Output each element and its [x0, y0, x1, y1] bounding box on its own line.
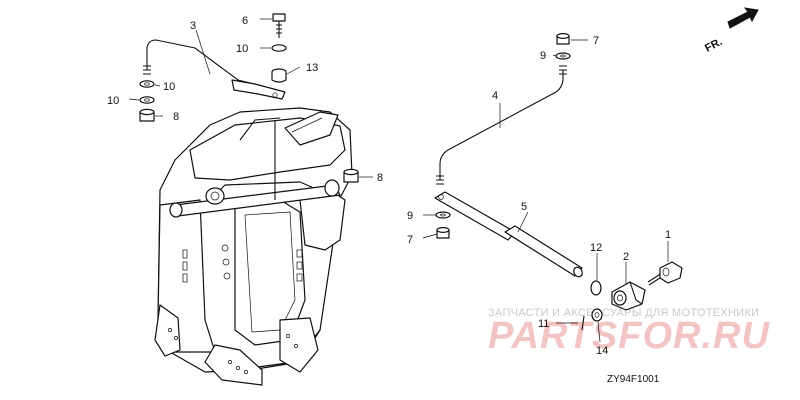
- leader-lines: [128, 18, 669, 343]
- callout-12: 12: [590, 242, 602, 254]
- part-10-washer-left: [139, 80, 155, 88]
- part-9-washer-top: [555, 52, 571, 60]
- callout-5: 5: [521, 201, 527, 213]
- watermark-text: ЗАПЧАСТИ И АКСЕССУАРЫ ДЛЯ МОТОТЕХНИКИ: [488, 307, 759, 319]
- callout-9-top: 9: [540, 50, 546, 62]
- callout-4: 4: [492, 90, 498, 102]
- callouts: 3 6 10 13 10 10 8 8 7 9 4 5 9 7 12 2 1 1…: [107, 15, 671, 357]
- diagram-code: ZY94F1001: [607, 374, 660, 385]
- watermark: PARTSFOR.RU ЗАПЧАСТИ И АКСЕССУАРЫ ДЛЯ МО…: [488, 307, 770, 357]
- callout-6: 6: [242, 15, 248, 27]
- trim-holes: [182, 244, 303, 283]
- part-8-nut-right: [343, 168, 359, 183]
- bracket-assembly: [154, 107, 353, 386]
- callout-1: 1: [665, 229, 671, 241]
- part-5-link: [434, 191, 583, 278]
- part-7-nut-bottom: [436, 227, 450, 239]
- part-14-nut: [591, 308, 603, 322]
- part-10-washer-left-lower: [139, 96, 155, 104]
- part-13-collar: [271, 68, 287, 83]
- part-12-o-ring: [590, 280, 602, 296]
- callout-7-bottom: 7: [407, 234, 413, 246]
- callout-11: 11: [538, 318, 549, 330]
- part-8-nut-left: [139, 108, 155, 122]
- direction-label: FR.: [703, 36, 724, 55]
- callout-9-bottom: 9: [407, 210, 413, 222]
- part-4-rod: [436, 65, 567, 185]
- part-7-nut-top: [556, 32, 570, 45]
- part-3-rod: [143, 39, 286, 100]
- callout-13: 13: [306, 62, 318, 74]
- callout-3: 3: [190, 20, 196, 32]
- front-direction-indicator: FR.: [703, 7, 759, 55]
- callout-10-top: 10: [236, 43, 248, 55]
- part-10-washer-top: [271, 44, 287, 52]
- arrow-up-right-icon: [727, 7, 759, 29]
- callout-10-right: 10: [163, 81, 175, 93]
- part-11-pin: [581, 315, 585, 331]
- callout-7-top: 7: [593, 35, 599, 47]
- callout-8-right: 8: [377, 172, 383, 184]
- part-2-holder: [611, 281, 646, 311]
- callout-2: 2: [623, 251, 629, 263]
- watermark-logo: PARTSFOR.RU: [488, 315, 770, 357]
- callout-8-left: 8: [173, 111, 179, 123]
- callout-14: 14: [596, 345, 608, 357]
- callout-10-left: 10: [107, 95, 119, 107]
- part-6-bolt: [272, 13, 286, 38]
- part-1-knob: [647, 261, 683, 286]
- part-9-washer-bottom: [435, 211, 451, 219]
